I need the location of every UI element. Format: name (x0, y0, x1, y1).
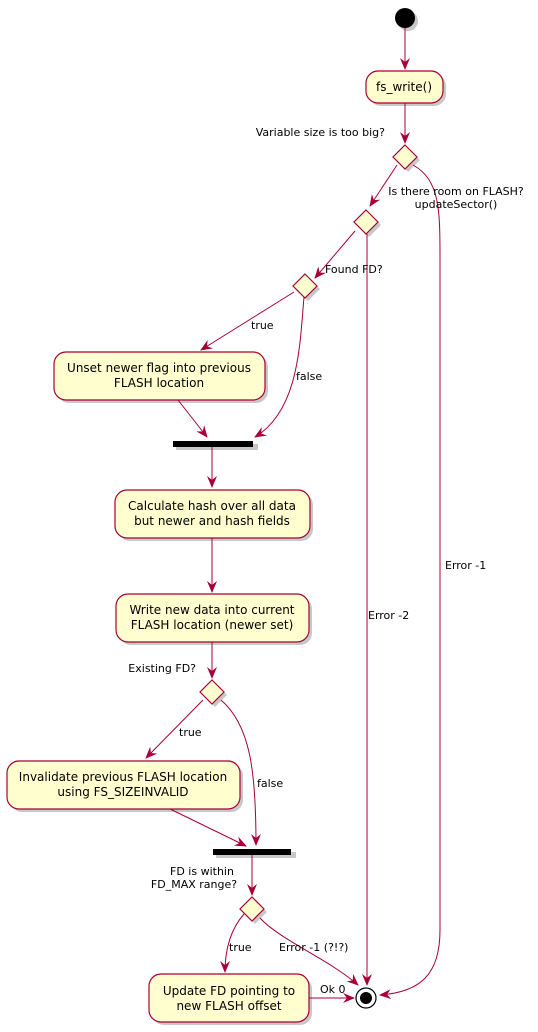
edge-unset-to-bar1 (177, 399, 208, 438)
edge-true-to-update (220, 913, 245, 973)
action-write-line2: FLASH location (newer set) (131, 618, 294, 632)
action-unset-line2: FLASH location (114, 376, 204, 390)
action-unset-line1: Unset newer flag into previous (67, 361, 251, 375)
decision-fd-range (239, 896, 265, 922)
edge-label-false-2: false (257, 777, 283, 790)
edge-label-ok: Ok 0 (320, 983, 346, 996)
action-invalidate (6, 760, 241, 810)
decision-room (353, 209, 379, 235)
action-fs-write (365, 70, 444, 104)
decision-found-fd (292, 273, 318, 299)
edge-false-to-bar2 (220, 699, 261, 846)
action-invalidate-line2: using FS_SIZEINVALID (57, 785, 188, 799)
edge-true-to-invalidate (145, 699, 204, 759)
edge-decision1-to-decision2 (369, 164, 398, 207)
decision-existing-fd-label: Existing FD? (128, 662, 196, 675)
action-write-new (115, 593, 310, 643)
edge-true-to-unset (200, 291, 295, 351)
action-update-line2: new FLASH offset (176, 999, 281, 1013)
action-invalidate-line1: Invalidate previous FLASH location (19, 770, 227, 784)
edge-label-error-3: Error -1 (?!?) (279, 941, 348, 954)
edge-label-false-1: false (296, 370, 322, 383)
decision-range-line2: FD_MAX range? (151, 878, 237, 891)
edge-label-error-1: Error -1 (445, 559, 486, 572)
decision-size (392, 144, 418, 170)
edge-error3 (259, 917, 359, 986)
action-boxes (6, 70, 444, 1023)
edge-label-true-1: true (251, 319, 274, 332)
start-node (395, 8, 415, 28)
action-hash-line2: but newer and hash fields (134, 514, 290, 528)
action-update-fd (148, 973, 310, 1023)
decision-size-label: Variable size is too big? (256, 126, 385, 139)
edge-invalidate-to-bar2 (165, 806, 247, 847)
decision-room-line1: Is there room on FLASH? (388, 185, 524, 198)
action-write-line1: Write new data into current (129, 603, 294, 617)
action-calc-hash (114, 489, 311, 539)
edge-error1 (379, 164, 441, 1000)
decision-range-line1: FD is within (170, 865, 234, 878)
action-unset-newer (53, 351, 266, 401)
decision-existing-fd (199, 679, 225, 705)
decision-found-fd-label: Found FD? (325, 263, 383, 276)
edge-label-true-3: true (229, 941, 252, 954)
edge-decision2-to-decision3 (314, 230, 356, 279)
end-node (355, 987, 377, 1009)
action-update-line1: Update FD pointing to (163, 984, 295, 998)
action-fs-write-label: fs_write() (376, 80, 432, 94)
sync-bar-2 (213, 849, 291, 855)
sync-bar-1 (173, 441, 253, 447)
action-hash-line1: Calculate hash over all data (128, 499, 296, 513)
edges (145, 28, 441, 1003)
decision-room-line2: updateSector() (415, 198, 498, 211)
decision-diamonds (199, 144, 418, 922)
edge-false-to-bar1 (254, 296, 305, 438)
edge-label-true-2: true (179, 726, 202, 739)
edge-label-error-2: Error -2 (368, 609, 409, 622)
